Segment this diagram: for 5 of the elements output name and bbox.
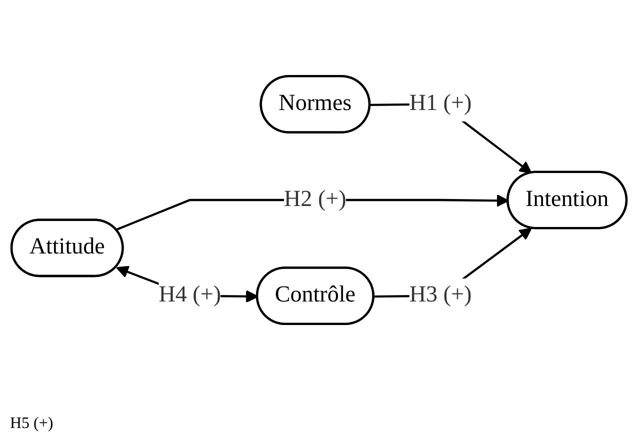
edge-label: H2 (+) <box>284 187 346 212</box>
edge-label: H3 (+) <box>409 282 472 308</box>
edge-label: H1 (+) <box>409 91 472 116</box>
hypothesis-label: H5 (+) <box>10 415 54 432</box>
edge-label: H4 (+) <box>158 282 221 308</box>
